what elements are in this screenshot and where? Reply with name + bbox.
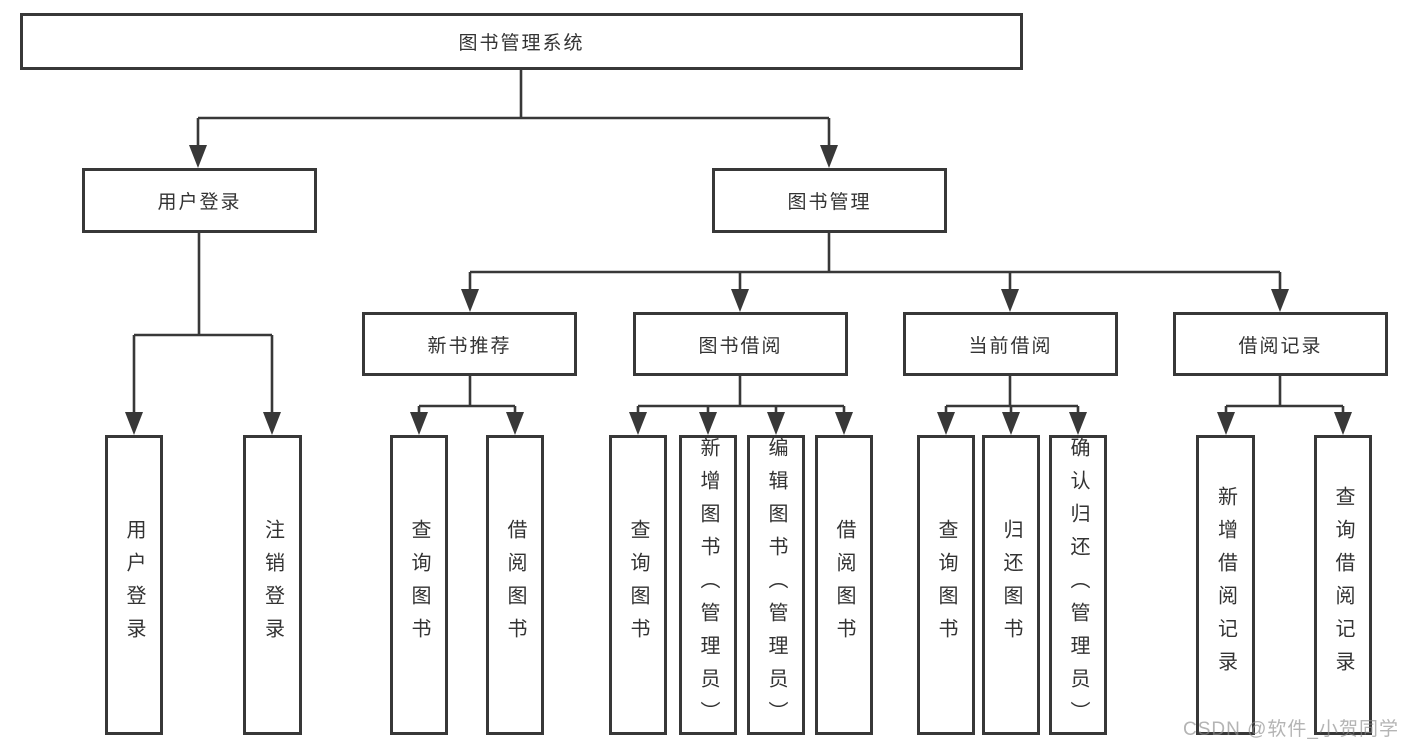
leaf-label: 用户登录 [123,519,145,651]
leaf-label: 借阅图书 [504,519,526,651]
node-new-book-recommendation: 新书推荐 [362,312,577,376]
node-book-management: 图书管理 [712,168,947,233]
leaf-label: 查询图书 [408,519,430,651]
leaf-logout: 注销登录 [243,435,302,735]
leaf-current-confirm-return-admin: 确认归还（管理员） [1049,435,1107,735]
leaf-label: 新增图书（管理员） [697,436,719,734]
leaf-label: 查询借阅记录 [1332,486,1354,684]
leaf-records-add-record: 新增借阅记录 [1196,435,1255,735]
connector-root-to-level2 [189,70,838,168]
leaf-records-query-record: 查询借阅记录 [1314,435,1372,735]
connector-borrowing-records-to-leaves [1217,376,1352,435]
leaf-label: 归还图书 [1000,519,1022,651]
leaf-label: 新增借阅记录 [1214,486,1237,684]
connector-book-borrowing-to-leaves [629,376,853,435]
connector-current-borrowing-to-leaves [937,376,1087,435]
node-borrowing-records: 借阅记录 [1173,312,1388,376]
node-library-system: 图书管理系统 [20,13,1023,70]
connector-new-book-to-leaves [410,376,524,435]
leaf-borrowing-edit-books-admin: 编辑图书（管理员） [747,435,805,735]
leaf-newbook-borrow-books: 借阅图书 [486,435,544,735]
connector-book-management-to-sections [461,233,1289,312]
node-book-borrowing: 图书借阅 [633,312,848,376]
leaf-label: 查询图书 [935,519,957,651]
leaf-borrowing-borrow-books: 借阅图书 [815,435,873,735]
leaf-label: 编辑图书（管理员） [765,436,787,734]
leaf-user-login: 用户登录 [105,435,163,735]
leaf-borrowing-query-books: 查询图书 [609,435,667,735]
leaf-label: 注销登录 [261,519,284,651]
leaf-label: 查询图书 [627,519,649,651]
leaf-newbook-query-books: 查询图书 [390,435,448,735]
connector-user-login-to-leaves [125,233,281,435]
node-user-login: 用户登录 [82,168,317,233]
leaf-current-query-books: 查询图书 [917,435,975,735]
leaf-current-return-books: 归还图书 [982,435,1040,735]
watermark: CSDN @软件_小贺同学 [1183,719,1399,740]
node-current-borrowing: 当前借阅 [903,312,1118,376]
leaf-label: 借阅图书 [833,519,855,651]
leaf-borrowing-add-books-admin: 新增图书（管理员） [679,435,737,735]
leaf-label: 确认归还（管理员） [1067,436,1089,734]
